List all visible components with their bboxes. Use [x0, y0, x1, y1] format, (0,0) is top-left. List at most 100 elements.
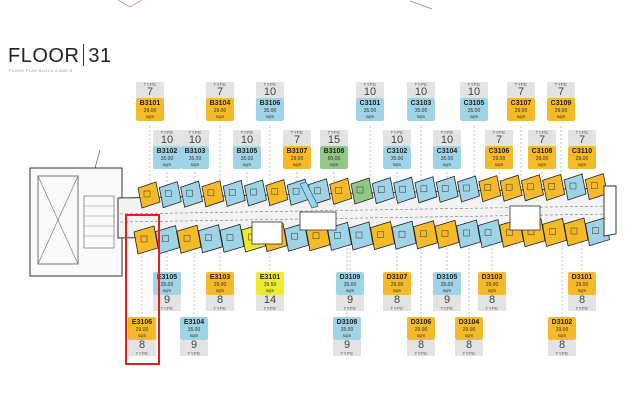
type-label: TYPE [514, 82, 528, 87]
unit-area: 29.00 [555, 327, 569, 333]
unit-measure: sqm [215, 114, 225, 119]
type-label: TYPE [485, 306, 499, 311]
top-unit-room [527, 183, 534, 191]
unit-code: C3108 [531, 148, 553, 155]
unit-code: C3109 [550, 100, 572, 107]
unit-measure: sqm [416, 333, 426, 338]
type-label: TYPE [327, 130, 341, 135]
top-unit-block [499, 174, 523, 202]
top-unit-room [378, 186, 385, 193]
unit-area: 35.00 [160, 282, 174, 288]
unit-measure: sqm [292, 162, 302, 167]
unit-code: C3106 [488, 148, 510, 155]
floor-subtitle: FLOOR PLAN BLOCK A AND B [9, 68, 73, 73]
unit-type-number: 7 [517, 86, 525, 98]
unit-measure: sqm [242, 162, 252, 167]
type-label: TYPE [213, 82, 227, 87]
unit-code: D3101 [571, 274, 593, 281]
type-label: TYPE [414, 351, 428, 356]
unit-type-number: 8 [465, 339, 473, 351]
unit-measure: sqm [556, 114, 566, 119]
type-label: TYPE [187, 351, 201, 356]
bottom-unit-block [434, 219, 460, 249]
stair-accent [299, 181, 319, 209]
unit-area: 29.00 [575, 282, 589, 288]
unit-measure: sqm [145, 114, 155, 119]
type-label: TYPE [555, 351, 569, 356]
unit-code: D3105 [436, 274, 458, 281]
top-unit-room [569, 182, 577, 190]
unit-area: 35.00 [263, 108, 277, 114]
top-unit-block [414, 176, 438, 204]
bottom-unit-room [441, 230, 449, 237]
top-unit-room [356, 186, 364, 194]
unit-code: D3104 [458, 319, 480, 326]
bottom-unit-room [226, 234, 234, 241]
core-area [299, 211, 337, 231]
type-label: TYPE [535, 130, 549, 135]
bottom-unit-block [413, 220, 438, 250]
unit-area: 35.00 [363, 108, 377, 114]
unit-measure: sqm [265, 288, 275, 293]
unit-type-number: 10 [263, 86, 277, 98]
unit-type-number: 7 [578, 134, 586, 146]
bottom-unit-room [398, 230, 406, 238]
unit-type-number: 10 [188, 134, 202, 146]
highlight-box-e3106 [125, 214, 160, 365]
unit-code: E3106 [131, 319, 153, 326]
unit-type-number: 10 [414, 86, 428, 98]
unit-code: B3106 [259, 100, 281, 107]
top-unit-block [542, 173, 566, 201]
bottom-unit-block [456, 219, 481, 249]
bottom-unit-room [140, 235, 148, 243]
unit-area: 29.00 [535, 156, 549, 162]
unit-area: 35.00 [340, 327, 354, 333]
unit-code: C3101 [359, 100, 381, 107]
unit-code: C3104 [436, 148, 458, 155]
top-unit-room [207, 189, 215, 197]
top-unit-room [228, 189, 236, 196]
unit-type-number: 7 [495, 134, 503, 146]
tower-core [37, 175, 79, 265]
corridor-centerline [119, 205, 611, 215]
bottom-unit-block [391, 220, 417, 250]
bottom-unit-room [162, 235, 169, 242]
unit-measure: sqm [516, 114, 526, 119]
type-label: TYPE [492, 130, 506, 135]
unit-measure: sqm [416, 114, 426, 119]
unit-measure: sqm [442, 162, 452, 167]
unit-area: 29.00 [414, 327, 428, 333]
unit-type-number: 9 [346, 294, 354, 306]
bottom-unit-room [183, 234, 191, 242]
unit-type-number: 7 [538, 134, 546, 146]
unit-area: 35.00 [390, 156, 404, 162]
top-unit-room [591, 182, 598, 189]
